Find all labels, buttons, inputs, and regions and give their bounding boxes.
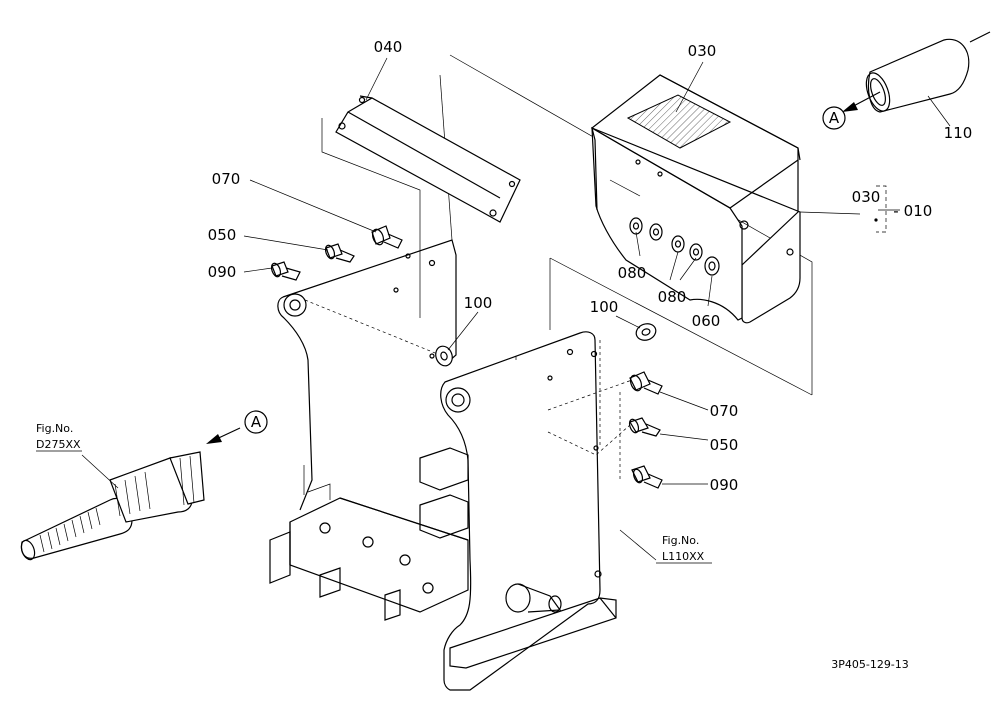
drawing-code: 3P405-129-13 (831, 658, 909, 671)
part-110-tube (865, 31, 991, 113)
callout-110: 110 (944, 124, 973, 142)
callout-030-group: 030 (852, 188, 881, 206)
part-040-strap (335, 95, 521, 223)
bolt-070-right (629, 371, 663, 395)
bolt-050-right (628, 417, 661, 437)
arrow-a-left: A (206, 410, 268, 444)
callout-100-left: 100 (464, 294, 493, 312)
callout-080-a: 080 (618, 264, 647, 282)
callout-040: 040 (374, 38, 403, 56)
group-bracket-010 (874, 185, 887, 233)
nuts-080 (629, 217, 703, 261)
part-cover (590, 74, 801, 324)
callout-070-right: 070 (710, 402, 739, 420)
arrow-a-right: A (822, 91, 881, 130)
callout-060: 060 (692, 312, 721, 330)
callout-050-right: 050 (710, 436, 739, 454)
bolt-070-left (371, 225, 403, 249)
fig-ref-left-line1: Fig.No. (36, 422, 73, 435)
callout-010: 010 (904, 202, 933, 220)
callout-090-left: 090 (208, 263, 237, 281)
spacer-100-left (429, 345, 453, 367)
fig-ref-right-line1: Fig.No. (662, 534, 699, 547)
callout-100-right: 100 (590, 298, 619, 316)
arrow-a-right-label: A (829, 109, 840, 127)
washer-060 (704, 256, 720, 276)
callout-080-b: 080 (658, 288, 687, 306)
label-plate-hatch (626, 94, 732, 149)
bolt-050-left (324, 243, 355, 263)
bolt-090-right (631, 465, 663, 489)
bolt-090-left (270, 261, 301, 281)
arrow-a-left-label: A (251, 413, 262, 431)
spacer-100-right (635, 323, 657, 341)
main-bracket (269, 239, 617, 691)
callout-090-right: 090 (710, 476, 739, 494)
leader-lines (81, 57, 951, 561)
fig-ref-left-line2: D275XX (36, 438, 81, 451)
callout-050-left: 050 (208, 226, 237, 244)
dash-010: - (893, 202, 898, 220)
callout-030-cover: 030 (688, 42, 717, 60)
fig-ref-right-line2: L110XX (662, 550, 705, 563)
shaft-assembly (20, 451, 205, 561)
callout-070-left: 070 (212, 170, 241, 188)
